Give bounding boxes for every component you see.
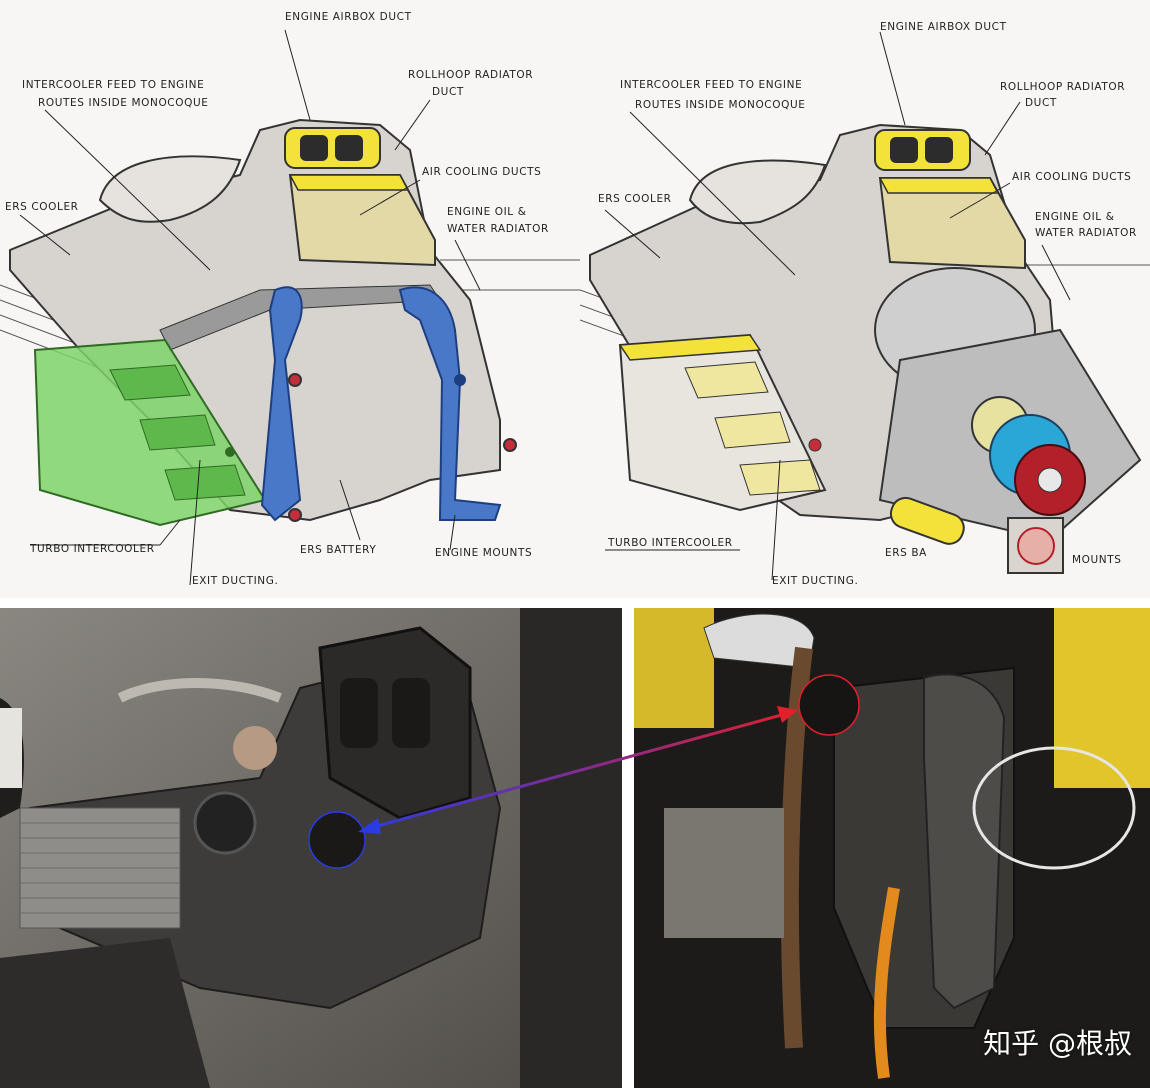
airbox-duct [284, 127, 381, 169]
rollhoop-arch [98, 155, 242, 223]
orange-wiring [873, 887, 900, 1079]
photo-monocoque-factory [0, 608, 622, 1088]
air-cooling-duct-top [288, 174, 410, 191]
turbo-intercooler-outline [618, 333, 827, 512]
label-exit-ducting: EXIT DUCTING. [772, 575, 858, 587]
label-engine-oil-line2: WATER RADIATOR [1035, 227, 1137, 239]
label-exit-ducting: EXIT DUCTING. [192, 575, 278, 587]
worker-head [233, 726, 277, 770]
label-air-cooling-ducts: AIR COOLING DUCTS [1012, 171, 1131, 183]
label-engine-airbox-duct: ENGINE AIRBOX DUCT [880, 21, 1007, 33]
label-engine-oil-line1: ENGINE OIL & [1035, 211, 1115, 223]
label-intercooler-feed-line2: ROUTES INSIDE MONOCOQUE [635, 99, 806, 111]
photo-right-illustration [634, 608, 1150, 1088]
label-ers-cooler: ERS COOLER [5, 201, 79, 213]
yellow-background-left [634, 608, 714, 728]
highlight-circle-red [798, 674, 860, 736]
label-turbo-intercooler: TURBO INTERCOOLER [29, 543, 155, 555]
label-engine-oil-line2: WATER RADIATOR [447, 223, 549, 235]
label-engine-oil-line1: ENGINE OIL & [447, 206, 527, 218]
turbo-intercooler-green [33, 338, 267, 527]
label-engine-airbox-duct: ENGINE AIRBOX DUCT [285, 11, 412, 23]
watermark: 知乎 @根叔 [983, 1027, 1132, 1060]
label-intercooler-feed-line2: ROUTES INSIDE MONOCOQUE [38, 97, 209, 109]
label-air-cooling-ducts: AIR COOLING DUCTS [422, 166, 541, 178]
floor-part [0, 938, 210, 1088]
sketch-right-panel: ENGINE AIRBOX DUCT INTERCOOLER FEED TO E… [580, 0, 1150, 598]
dark-background [520, 608, 622, 1088]
airbox-intake [703, 613, 815, 669]
label-turbo-intercooler: TURBO INTERCOOLER [607, 537, 733, 549]
sketch-left-panel: ENGINE AIRBOX DUCT INTERCOOLER FEED TO E… [0, 0, 580, 598]
label-ers-battery: ERS BA [885, 547, 927, 559]
airbox-plenum [923, 673, 1006, 1010]
label-ers-battery: ERS BATTERY [300, 544, 376, 556]
label-ers-cooler: ERS COOLER [598, 193, 672, 205]
label-rollhoop-radiator-line1: ROLLHOOP RADIATOR [1000, 81, 1125, 93]
label-engine-mounts: ENGINE MOUNTS [435, 547, 532, 559]
air-cooling-duct-top [878, 177, 1000, 194]
sketch-left-drawing: ENGINE AIRBOX DUCT INTERCOOLER FEED TO E… [0, 11, 580, 587]
engine-ancillary [664, 808, 784, 938]
leader-lines [604, 31, 1071, 581]
braided-hose [780, 646, 813, 1049]
rollhoop-arch [688, 159, 827, 225]
label-engine-mounts: MOUNTS [1072, 554, 1122, 566]
worker-sleeve [0, 708, 22, 788]
sketch-right-drawing: ENGINE AIRBOX DUCT INTERCOOLER FEED TO E… [580, 21, 1150, 587]
photo-engine-bay [634, 608, 1150, 1088]
engine-turbo-assembly [808, 267, 1142, 574]
radiator-fins [20, 822, 180, 914]
label-intercooler-feed-line1: INTERCOOLER FEED TO ENGINE [22, 79, 204, 91]
yellow-background [1054, 608, 1150, 788]
airbox-duct [874, 129, 971, 171]
steering-wheel-rim [972, 746, 1136, 870]
highlight-circle-blue [308, 811, 366, 869]
leader-lines [19, 29, 481, 586]
label-rollhoop-radiator-line2: DUCT [1025, 97, 1057, 109]
engine-mount-blue [260, 286, 517, 522]
label-intercooler-feed-line1: INTERCOOLER FEED TO ENGINE [620, 79, 802, 91]
intercooler-outlet [193, 791, 257, 855]
photo-left-illustration [0, 608, 622, 1088]
rollhoop-bar [117, 678, 282, 703]
label-rollhoop-radiator-line2: DUCT [432, 86, 464, 98]
label-rollhoop-radiator-line1: ROLLHOOP RADIATOR [408, 69, 533, 81]
